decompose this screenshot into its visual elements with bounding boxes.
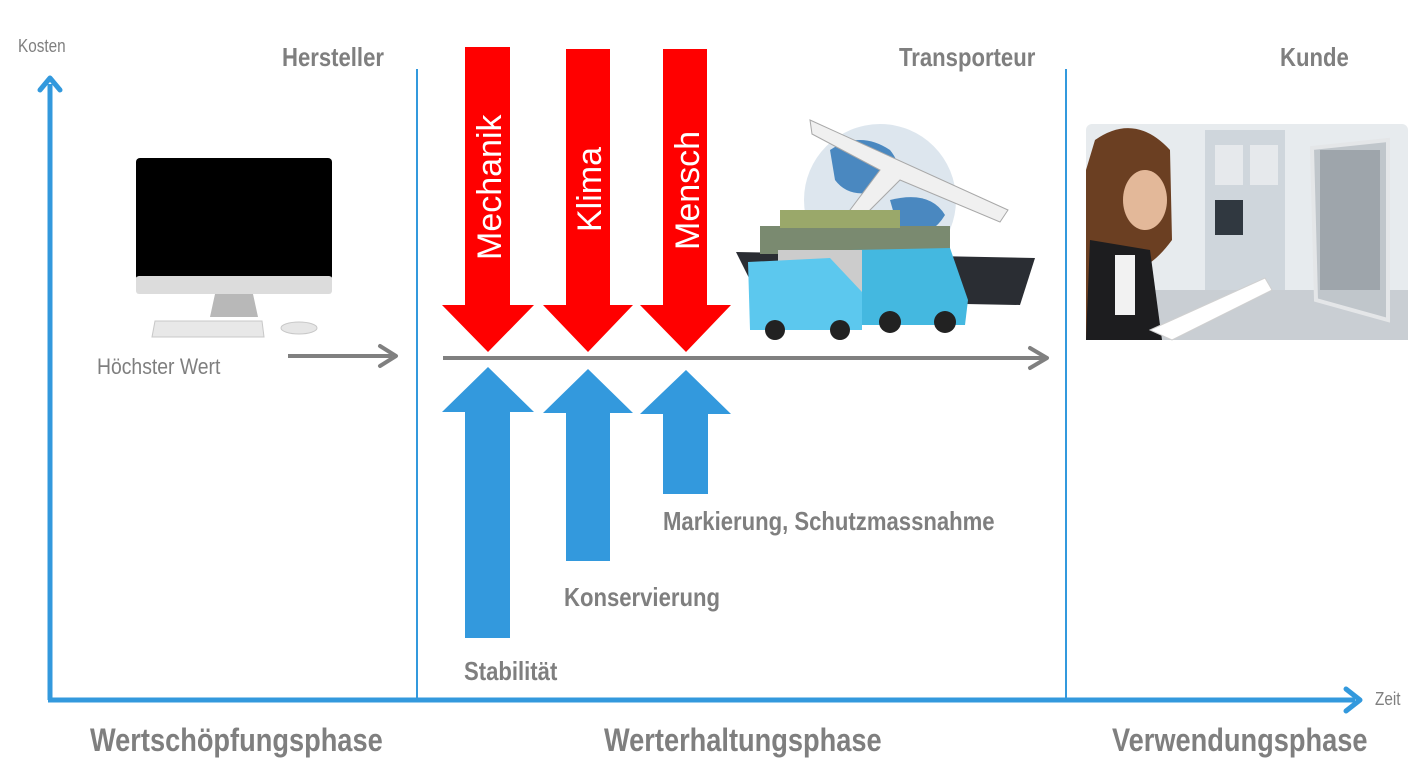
y-axis-arrowhead-icon (37, 75, 63, 93)
phase-creation: Wertschöpfungsphase (90, 722, 383, 758)
customer-photo (1086, 124, 1408, 341)
measure-label-markierung: Markierung, Schutzmassnahme (663, 506, 995, 536)
measure-arrow-konservierung (543, 369, 633, 561)
risk-label-mensch: Mensch (669, 131, 707, 250)
risk-arrow-klima: Klima (543, 49, 633, 352)
measure-arrow-stabilitaet (442, 367, 534, 638)
measure-arrow-markierung (640, 370, 731, 494)
risk-arrow-mechanik: Mechanik (442, 47, 534, 352)
y-axis-label: Kosten (18, 36, 66, 56)
x-axis-arrowhead-icon (1343, 686, 1363, 714)
highest-value-label: Höchster Wert (97, 354, 221, 379)
computer-illustration (136, 158, 332, 338)
role-transporter: Transporteur (899, 42, 1036, 72)
value-arrowhead-icon (378, 344, 398, 368)
risk-label-mechanik: Mechanik (471, 113, 509, 260)
phase-preservation: Werterhaltungsphase (604, 722, 882, 758)
role-customer: Kunde (1280, 42, 1349, 72)
measure-label-konservierung: Konservierung (564, 582, 720, 612)
role-manufacturer: Hersteller (282, 42, 384, 72)
transport-illustration (736, 119, 1035, 340)
risk-label-klima: Klima (571, 147, 609, 232)
phase-usage: Verwendungsphase (1112, 722, 1368, 758)
risk-arrow-mensch: Mensch (640, 49, 731, 352)
measure-label-stabilitaet: Stabilität (464, 656, 558, 686)
x-axis-label: Zeit (1375, 689, 1401, 709)
timeline-arrowhead-icon (1028, 346, 1049, 370)
